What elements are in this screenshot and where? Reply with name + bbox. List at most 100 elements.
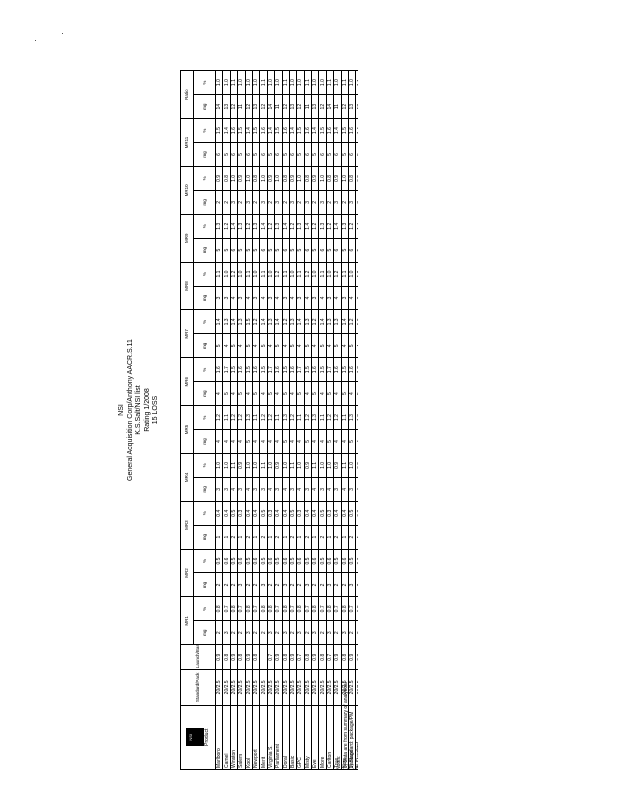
value-cell: 0.7: [274, 596, 283, 621]
value-cell: 1.7: [222, 357, 231, 382]
launch-cell: 0.9: [289, 644, 297, 670]
value-cell: 0.7: [237, 596, 246, 621]
value-cell: 0.3: [296, 501, 305, 526]
value-cell: 4: [230, 477, 238, 502]
value-cell: 4: [355, 429, 358, 454]
value-cell: 1.0: [333, 70, 342, 95]
unit-header: %: [193, 549, 216, 573]
value-cell: 3: [274, 477, 283, 502]
value-cell: 1.3: [237, 214, 246, 239]
unit-header: %: [193, 309, 216, 334]
value-cell: 1.1: [304, 70, 312, 95]
value-cell: 1.5: [304, 357, 312, 382]
value-cell: 2: [289, 620, 297, 645]
launch-cell: 0.8: [341, 644, 349, 670]
value-cell: 1.0: [237, 70, 246, 95]
group-header: Ratio: [180, 70, 194, 119]
standard-cell: 20/2.5: [311, 669, 319, 706]
value-cell: 6: [245, 142, 253, 167]
launch-cell: 0.8: [304, 644, 312, 670]
value-cell: 2: [318, 620, 327, 645]
value-cell: 5: [341, 238, 349, 263]
value-cell: 1.2: [304, 262, 312, 287]
value-cell: 4: [341, 429, 349, 454]
value-cell: 1.1: [326, 70, 334, 95]
launch-cell: 0.8: [237, 644, 246, 670]
value-cell: 1.2: [222, 214, 231, 239]
value-cell: 0.9: [237, 166, 246, 191]
value-cell: 5: [304, 333, 312, 358]
standard-cell: 20/2.5: [296, 669, 305, 706]
value-cell: 2: [311, 573, 319, 597]
standard-cell: 20/2.5: [304, 669, 312, 706]
value-cell: 5: [267, 381, 275, 406]
value-cell: 1.5: [341, 357, 349, 382]
value-cell: 5: [252, 381, 260, 406]
value-cell: 0.3: [326, 501, 334, 526]
launch-cell: 0.7: [296, 644, 305, 670]
value-cell: 1.0: [326, 453, 334, 478]
value-cell: 1.2: [333, 405, 342, 430]
standard-header: Standard/Pack: [180, 669, 216, 706]
value-cell: 0.4: [282, 501, 290, 526]
value-cell: 5: [326, 238, 334, 263]
value-cell: 0.8: [267, 596, 275, 621]
value-cell: 2: [296, 190, 305, 215]
value-cell: 0.7: [318, 596, 327, 621]
value-cell: 4: [245, 477, 253, 502]
value-cell: 3: [333, 477, 342, 502]
value-cell: 6: [230, 238, 238, 263]
value-cell: 0.8: [326, 596, 334, 621]
value-cell: 3: [289, 190, 297, 215]
launch-cell: 0.9: [215, 644, 223, 670]
value-cell: 1.2: [215, 405, 223, 430]
value-cell: 6: [304, 142, 312, 167]
value-cell: 1.6: [348, 357, 356, 382]
value-cell: 1.6: [274, 357, 283, 382]
value-cell: 2: [304, 525, 312, 550]
value-cell: 1.2: [230, 405, 238, 430]
value-cell: 1.1: [341, 70, 349, 95]
value-cell: 0.7: [333, 596, 342, 621]
value-cell: 12: [296, 94, 305, 119]
value-cell: 4: [296, 477, 305, 502]
value-cell: 2: [348, 620, 356, 645]
value-cell: 4: [311, 429, 319, 454]
value-cell: 5: [311, 238, 319, 263]
value-cell: 1.4: [274, 309, 283, 334]
value-cell: 2: [326, 190, 334, 215]
value-cell: 5: [245, 238, 253, 263]
value-cell: 1.2: [282, 309, 290, 334]
value-cell: 3: [348, 573, 356, 597]
value-cell: 1.0: [289, 262, 297, 287]
value-cell: 11: [237, 94, 246, 119]
value-cell: 1: [311, 525, 319, 550]
value-cell: 5: [355, 381, 358, 406]
value-cell: 1.5: [259, 357, 268, 382]
value-cell: 1.6: [289, 357, 297, 382]
value-cell: 5: [341, 381, 349, 406]
value-cell: 4: [230, 286, 238, 310]
launch-cell: [259, 644, 268, 670]
unit-header: %: [193, 166, 216, 191]
value-cell: 5: [289, 238, 297, 263]
value-cell: 1.0: [311, 262, 319, 287]
value-cell: 4: [274, 381, 283, 406]
value-cell: 1.5: [296, 118, 305, 143]
value-cell: 4: [304, 286, 312, 310]
group-header: MR4: [180, 453, 194, 502]
rotated-table-sheet: NSI General Acquisition Corp/Anthony AAC…: [118, 55, 358, 770]
value-cell: 1.3: [318, 214, 327, 239]
value-cell: 1: [326, 525, 334, 550]
value-cell: 1.2: [348, 214, 356, 239]
value-cell: 0.4: [341, 501, 349, 526]
value-cell: 11: [304, 94, 312, 119]
value-cell: 1: [237, 525, 246, 550]
value-cell: 4: [267, 477, 275, 502]
